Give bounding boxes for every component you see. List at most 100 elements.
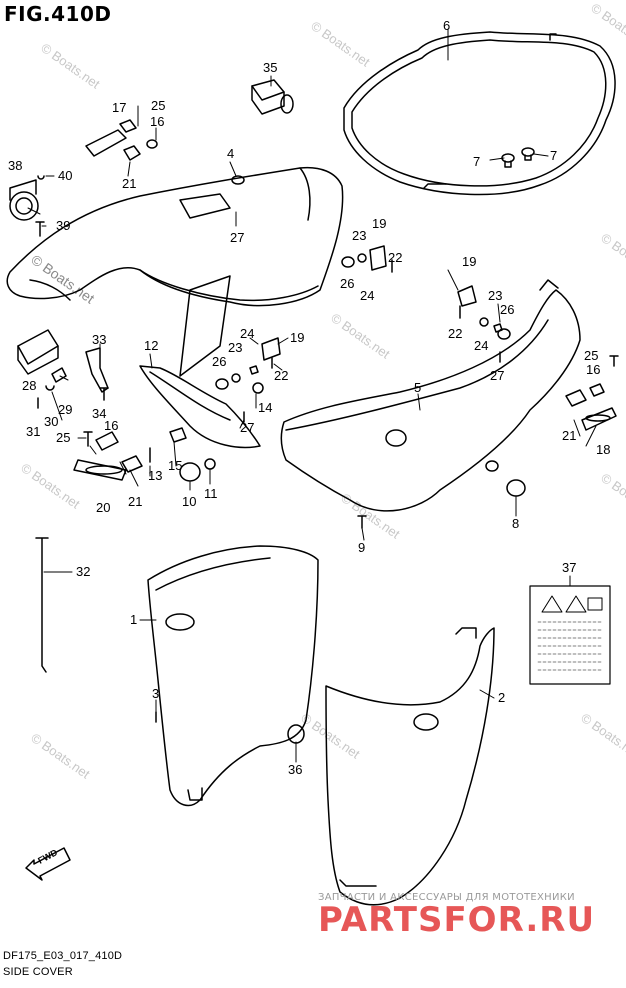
callout-label: 5 — [414, 380, 421, 395]
callout-label: 14 — [258, 400, 272, 415]
bracket-part-19-right — [457, 285, 477, 307]
upper-cover-part-4 — [6, 166, 344, 307]
bolt-part-39 — [35, 221, 45, 237]
fwd-arrow-icon — [25, 847, 71, 881]
side-cover-part-1 — [147, 545, 319, 807]
lower-cover-part-5 — [280, 279, 581, 512]
callout-label: 34 — [92, 406, 106, 421]
callout-label: 30 — [44, 414, 58, 429]
callout-label: 26 — [500, 302, 514, 317]
shop-brand: PARTSFOR.RU — [318, 900, 596, 940]
latch-assembly-right — [565, 355, 619, 431]
grommet-part-7 — [501, 147, 535, 168]
grommet-part-28 — [17, 329, 59, 375]
callout-label: 7 — [473, 154, 480, 169]
callout-label: 27 — [230, 230, 244, 245]
callout-label: 35 — [263, 60, 277, 75]
pin-part-25 — [83, 431, 93, 447]
watermark-text: © Boats.net — [38, 40, 103, 92]
callout-labels: 6 7 7 35 4 17 25 16 21 38 40 39 27 23 19… — [8, 18, 610, 777]
section-title: SIDE COVER — [3, 966, 73, 978]
watermark-text: © Boats.net — [308, 18, 373, 70]
damper-part-10 — [179, 462, 201, 482]
collar-part-23 — [231, 373, 241, 383]
callout-label: 3 — [152, 686, 159, 701]
bracket-part-33 — [85, 347, 109, 393]
callout-label: 27 — [490, 368, 504, 383]
watermark-text: © Boats.net — [18, 460, 83, 512]
latch-part-21-lower — [121, 455, 143, 473]
callout-label: 24 — [360, 288, 374, 303]
grommet-part-8 — [506, 479, 526, 497]
plug-part-35 — [251, 79, 294, 115]
washer-part-24 — [249, 365, 259, 375]
callout-label: 16 — [104, 418, 118, 433]
callout-label: 16 — [586, 362, 600, 377]
boot-part-38 — [9, 179, 39, 221]
callout-label: 25 — [584, 348, 598, 363]
callout-label: 26 — [212, 354, 226, 369]
callout-label: 38 — [8, 158, 22, 173]
callout-label: 4 — [227, 146, 234, 161]
watermark-text: © Boats.net — [598, 470, 626, 522]
watermark-text: © Boats.net — [28, 730, 93, 782]
callout-label: 7 — [550, 148, 557, 163]
bracket-part-19-mid — [261, 337, 281, 361]
side-cover-part-2 — [325, 627, 495, 906]
callout-label: 27 — [240, 420, 254, 435]
bushing-part-26 — [215, 378, 229, 390]
callout-label: 17 — [112, 100, 126, 115]
spacer-part-15 — [169, 427, 187, 443]
callout-label: 2 — [498, 690, 505, 705]
callout-label: 18 — [596, 442, 610, 457]
callout-label: 20 — [96, 500, 110, 515]
callout-label: 22 — [448, 326, 462, 341]
model-code: DF175_E03_017_410D — [3, 950, 123, 962]
callout-label: 12 — [144, 338, 158, 353]
latch-assembly-upper-left — [85, 119, 158, 161]
callout-label: 19 — [462, 254, 476, 269]
grommet-part-36 — [287, 724, 305, 744]
watermark-text: © Boats.net — [598, 230, 626, 282]
callout-label: 25 — [56, 430, 70, 445]
figure-title: FIG.410D — [4, 2, 112, 26]
watermark-text: © Boats.net — [578, 710, 626, 762]
callout-label: 39 — [56, 218, 70, 233]
clip-part-29 — [51, 367, 67, 383]
callout-label: 1 — [130, 612, 137, 627]
bushing-part-26-right — [497, 328, 511, 340]
callout-label: 36 — [288, 762, 302, 777]
callout-label: 37 — [562, 560, 576, 575]
bracket-part-12 — [139, 275, 261, 449]
watermark-text: © Boats.net — [328, 310, 393, 362]
latch-part-20 — [73, 431, 127, 481]
callout-label: 16 — [150, 114, 164, 129]
callout-label: 26 — [340, 276, 354, 291]
bushing-part-26-top — [341, 256, 355, 268]
callout-label: 31 — [26, 424, 40, 439]
washer-part-11 — [204, 458, 216, 470]
bushing-part-14 — [252, 382, 264, 394]
callout-label: 33 — [92, 332, 106, 347]
screw-part-9 — [357, 515, 367, 529]
callout-label: 21 — [122, 176, 136, 191]
collar-part-23-top — [357, 253, 367, 263]
callout-label: 10 — [182, 494, 196, 509]
bolt-part-34 — [99, 387, 109, 401]
watermark-text: © Boats.net — [298, 710, 363, 762]
watermark-text: © Boats.net — [338, 490, 403, 542]
warning-label-part-37 — [529, 585, 611, 685]
callout-label: 13 — [148, 468, 162, 483]
callout-label: 25 — [151, 98, 165, 113]
clip-part-40 — [37, 175, 45, 180]
callout-label: 15 — [168, 458, 182, 473]
callout-label: 28 — [22, 378, 36, 393]
callout-label: 6 — [443, 18, 450, 33]
bracket-part-19-top — [369, 245, 387, 271]
strap-part-32 — [35, 537, 49, 673]
washer-part-30 — [45, 385, 55, 391]
washer-part-24-right — [493, 323, 503, 333]
callout-label: 32 — [76, 564, 90, 579]
callout-label: 23 — [352, 228, 366, 243]
